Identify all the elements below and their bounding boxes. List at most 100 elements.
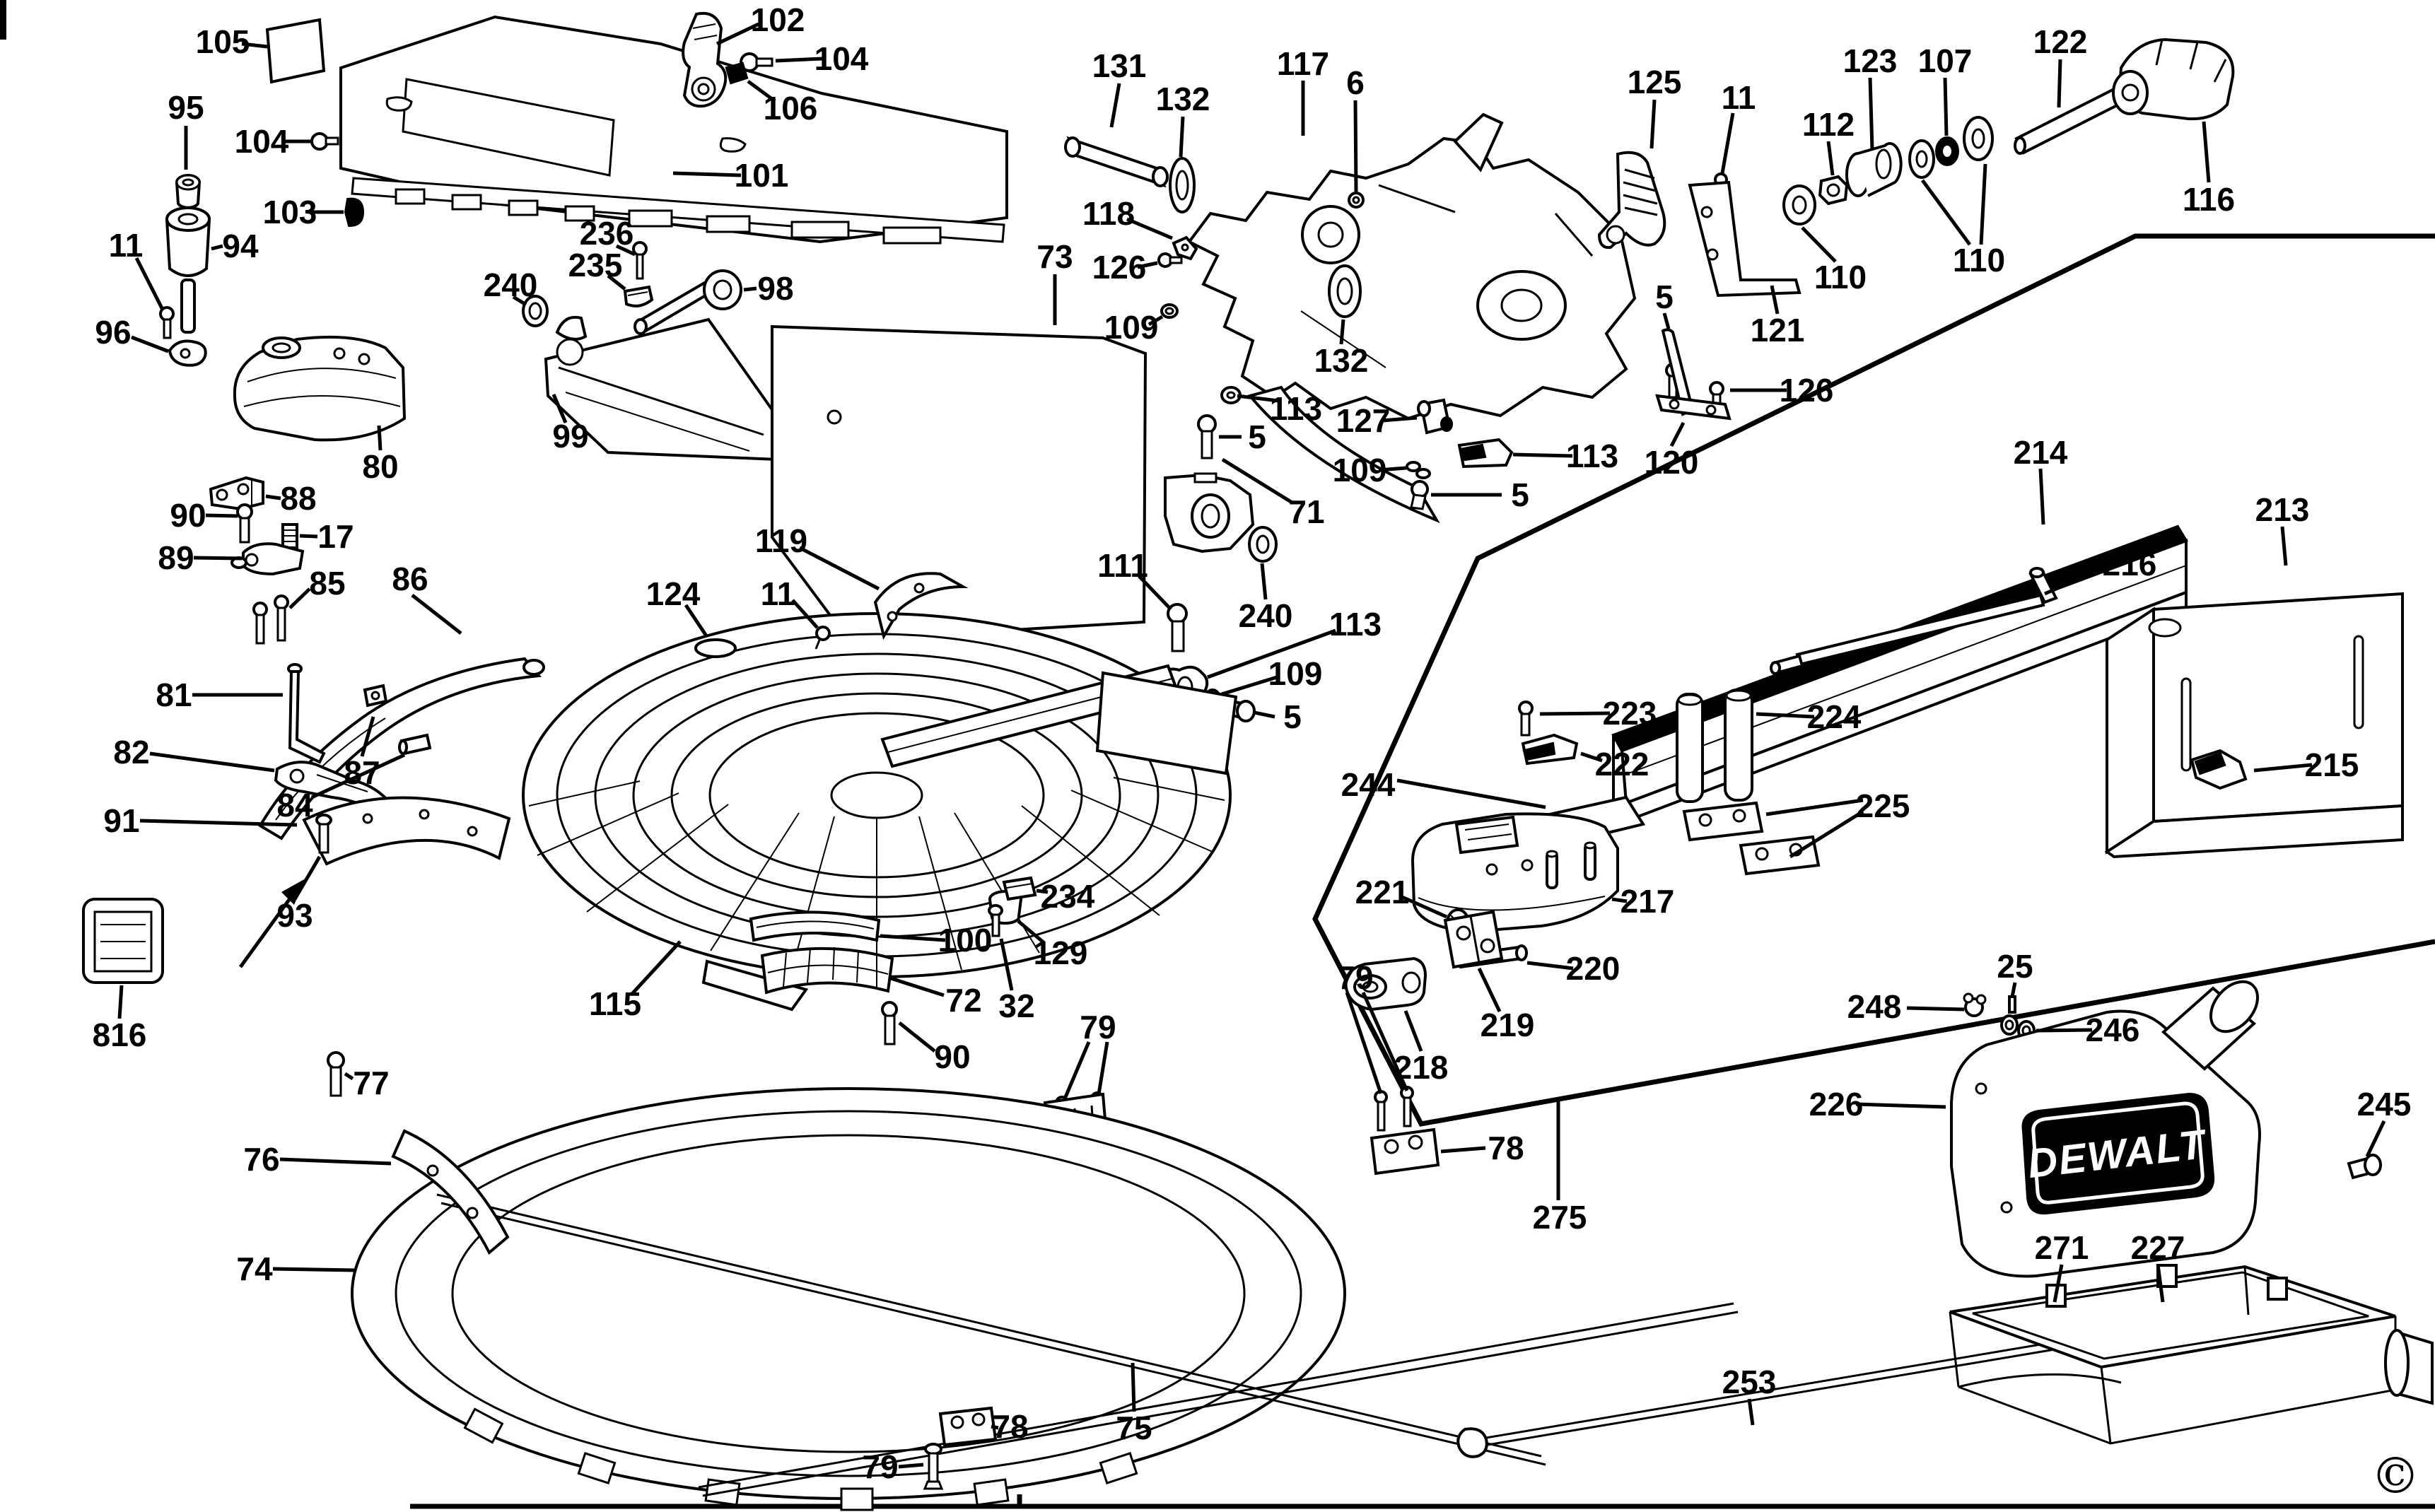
part-number-text: 111 xyxy=(1097,547,1148,584)
part-clip-235 xyxy=(623,285,654,307)
part-knob-116 xyxy=(2112,37,2235,121)
part-screw-11-topleft xyxy=(159,306,175,339)
part-label-227: 227 xyxy=(2131,1229,2185,1303)
part-label-84: 84 xyxy=(276,753,406,824)
leader-line xyxy=(607,274,626,291)
part-label-104: 104 xyxy=(235,123,311,160)
part-label-113: 113 xyxy=(1237,390,1322,427)
part-label-236: 236 xyxy=(580,215,636,257)
leader-line xyxy=(1580,751,1603,763)
leader-line xyxy=(512,295,527,307)
part-label-82: 82 xyxy=(113,734,275,773)
part-number-text: 96 xyxy=(95,314,131,351)
part-number-text: 132 xyxy=(1156,81,1210,117)
part-number-text: 86 xyxy=(392,561,428,597)
part-label-89: 89 xyxy=(158,539,243,576)
leader-line xyxy=(551,394,568,423)
leader-line xyxy=(1920,179,1972,246)
leader-line xyxy=(1669,421,1686,447)
part-number-text: 113 xyxy=(1270,390,1322,427)
part-number-text: 77 xyxy=(353,1065,389,1101)
leader-line xyxy=(272,1267,356,1272)
part-label-222: 222 xyxy=(1580,746,1649,783)
part-number-text: 82 xyxy=(113,734,149,770)
part-number-text: 98 xyxy=(757,270,793,307)
part-number-text: 224 xyxy=(1807,698,1862,735)
leader-line xyxy=(1526,961,1574,971)
part-number-text: 106 xyxy=(764,90,818,127)
part-number-text: 104 xyxy=(814,40,869,77)
leader-line xyxy=(991,1424,999,1430)
part-ring-107 xyxy=(1935,136,1959,166)
part-number-text: 219 xyxy=(1481,1007,1535,1043)
part-plate-78-bottom xyxy=(938,1406,998,1447)
part-label-79: 79 xyxy=(862,1448,924,1485)
part-label-6: 6 xyxy=(1346,64,1365,192)
part-washer-110-1 xyxy=(1782,184,1816,225)
part-label-103: 103 xyxy=(263,194,344,230)
part-label-116: 116 xyxy=(2183,121,2235,218)
part-number-text: 100 xyxy=(938,922,993,959)
part-number-text: 5 xyxy=(1248,418,1266,455)
leader-line xyxy=(1868,77,1874,151)
part-number-text: 116 xyxy=(2183,181,2235,218)
part-label-223: 223 xyxy=(1539,695,1657,732)
part-number-text: 122 xyxy=(2033,23,2088,60)
leader-line xyxy=(1017,920,1046,944)
part-label-816: 816 xyxy=(93,985,146,1053)
part-number-text: 102 xyxy=(751,1,805,38)
part-number-text: 234 xyxy=(1041,878,1095,915)
part-pointer-plate-119 xyxy=(873,572,969,640)
part-number-text: 81 xyxy=(156,676,192,713)
part-number-text: 240 xyxy=(1239,597,1293,634)
leader-line xyxy=(1396,778,1546,809)
part-label-5: 5 xyxy=(1655,279,1674,329)
part-number-text: 222 xyxy=(1595,746,1649,783)
warning-arrow xyxy=(238,879,305,968)
part-cover-80 xyxy=(233,335,407,442)
leader-line xyxy=(2052,1264,2064,1303)
part-number-text: 235 xyxy=(568,247,623,283)
part-number-text: 72 xyxy=(945,982,981,1019)
part-label-219: 219 xyxy=(1477,967,1535,1043)
leader-line xyxy=(1399,894,1448,919)
part-number-text: 244 xyxy=(1341,766,1396,803)
part-ring-6 xyxy=(1348,192,1365,209)
part-bolt-5-c xyxy=(1410,480,1429,510)
leader-line xyxy=(211,244,223,251)
part-label-110: 110 xyxy=(1920,163,2005,279)
part-screw-104-left xyxy=(310,132,339,151)
part-label-132: 132 xyxy=(1314,319,1368,379)
part-label-121: 121 xyxy=(1751,285,1804,348)
part-number-text: 225 xyxy=(1856,787,1910,824)
leader-line xyxy=(1789,809,1864,859)
part-label-102: 102 xyxy=(716,1,805,46)
leader-line xyxy=(360,716,375,757)
leader-line xyxy=(2057,59,2062,108)
part-number-text: 11 xyxy=(761,575,795,612)
leader-line xyxy=(149,751,275,773)
part-label-109: 109 xyxy=(1104,309,1164,346)
part-grommet-103 xyxy=(344,197,365,228)
part-label-271: 271 xyxy=(2035,1229,2089,1303)
part-number-text: 236 xyxy=(580,215,634,252)
part-pins-224 xyxy=(1676,688,1753,803)
part-washer-113-a xyxy=(1220,386,1242,404)
part-number-text: 126 xyxy=(1780,372,1834,409)
part-pivot-block-71 xyxy=(1164,472,1255,553)
part-number-text: 75 xyxy=(1116,1410,1152,1446)
part-number-text: 110 xyxy=(1953,242,2005,279)
part-label-118: 118 xyxy=(1082,195,1173,240)
part-label-5: 5 xyxy=(1431,476,1529,513)
leader-line xyxy=(1382,416,1418,423)
leader-line xyxy=(1131,1362,1136,1412)
part-label-5: 5 xyxy=(1219,418,1266,455)
part-plates-225 xyxy=(1682,801,1821,876)
part-label-98: 98 xyxy=(743,270,794,307)
part-label-117: 117 xyxy=(1277,45,1329,136)
leader-line xyxy=(684,604,709,638)
part-bolt-5-a xyxy=(1197,414,1217,459)
part-number-text: 226 xyxy=(1809,1086,1864,1123)
leader-line xyxy=(1378,466,1407,472)
part-bracket-88 xyxy=(209,476,264,511)
